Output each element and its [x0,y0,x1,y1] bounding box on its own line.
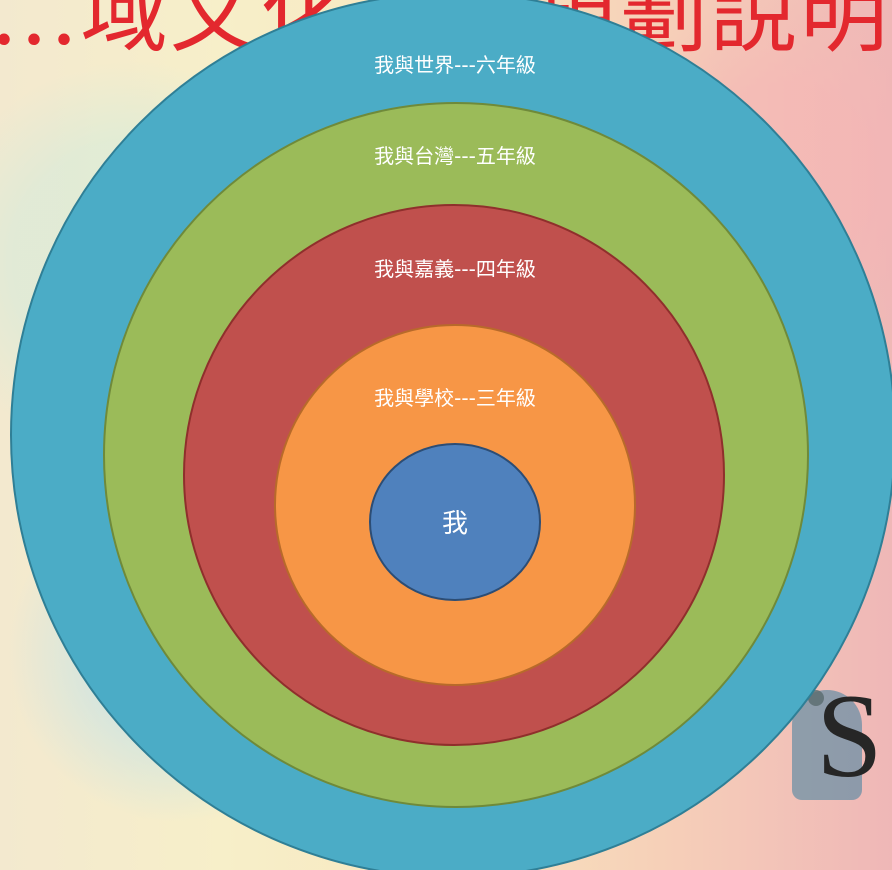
ring-label-world: 我與世界---六年級 [374,53,536,77]
center-circle [369,443,541,601]
center-label: 我 [442,509,468,539]
corner-letter: S [816,669,883,802]
ring-label-chiayi: 我與嘉義---四年級 [374,257,536,281]
ring-label-school: 我與學校---三年級 [374,386,536,410]
decorative-figure [792,690,862,800]
ring-label-taiwan: 我與台灣---五年級 [374,144,536,168]
